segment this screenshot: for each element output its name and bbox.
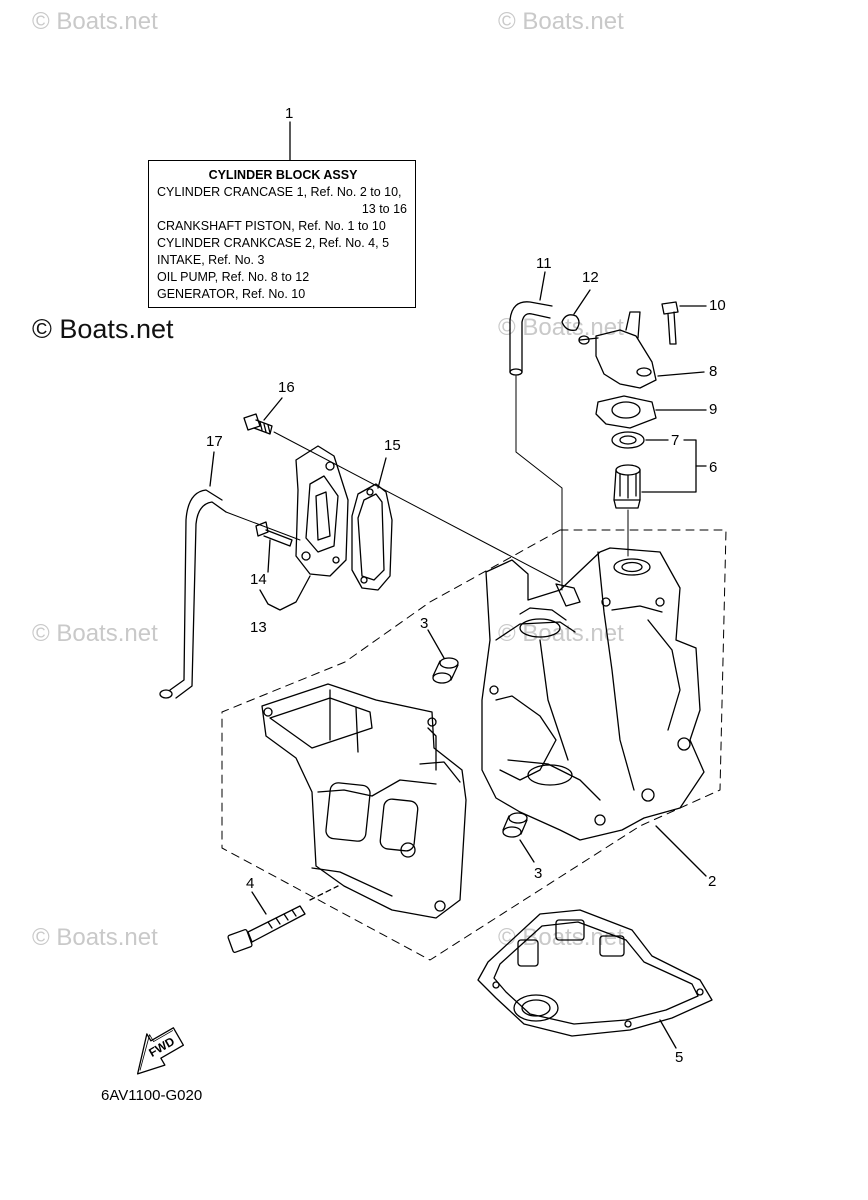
seal-7 [611,431,645,449]
callout-14: 14 [250,571,267,588]
callout-16: 16 [278,379,295,396]
clip-12 [561,314,580,331]
bolt-16 [243,413,273,435]
leader-line-3-upper [427,629,445,659]
watermark: © Boats.net [32,8,158,35]
assembly-outline [221,529,727,961]
diagram-code: 6AV1100-G020 [101,1087,203,1104]
callout-12: 12 [582,269,599,286]
leader-line-12 [573,289,591,315]
leader-line-5 [659,1019,677,1049]
legend-title: CYLINDER BLOCK ASSY [208,168,358,182]
legend-line: CYLINDER CRANCASE 1, Ref. No. 2 to 10, [157,185,402,199]
bolt-4 [227,905,306,953]
hose-11-route [515,375,563,591]
legend-line: CYLINDER CRANKCASE 2, Ref. No. 4, 5 [157,236,390,250]
cover-13 [295,445,349,577]
gasket-9 [595,395,657,429]
callout-13: 13 [250,619,267,636]
leader-line-4 [251,891,267,915]
bolt-axis-16 [273,431,561,583]
watermark: © Boats.net [498,314,624,341]
bolt-10 [661,301,679,345]
leader-line-8 [657,371,705,377]
watermark: © Boats.net [32,924,158,951]
legend-line: GENERATOR, Ref. No. 10 [157,287,306,301]
callout-17: 17 [206,433,223,450]
hose-11 [509,301,553,373]
thermostat-6 [613,464,641,509]
leader-line-14 [267,539,271,573]
callout-7: 7 [671,432,680,449]
cylinder-block-2 [481,547,705,841]
callout-10: 10 [709,297,726,314]
watermark: © Boats.net [32,620,158,647]
watermark: © Boats.net [498,8,624,35]
callout-9: 9 [709,401,718,418]
hose-11-end [509,368,523,376]
bolt-axis-4 [309,885,339,901]
callout-4: 4 [246,875,255,892]
gasket-15 [351,483,393,591]
crankcase-4 [261,683,467,919]
legend-line: INTAKE, Ref. No. 3 [157,253,265,267]
leader-line-16 [263,397,283,421]
leader-line-11 [539,271,546,301]
leader-bracket-6 [641,439,697,493]
callout-2: 2 [708,873,717,890]
callout-15: 15 [384,437,401,454]
hose-17-route [225,511,301,541]
dowel-pin-3-upper [432,657,459,684]
leader-line-2 [655,825,707,877]
callout-3: 3 [534,865,543,882]
legend-line: 13 to 16 [361,202,407,216]
callout-1: 1 [285,105,294,122]
hose-17 [169,489,223,691]
callout-3: 3 [420,615,429,632]
callout-6: 6 [709,459,718,476]
assembly-legend-box: CYLINDER BLOCK ASSY CYLINDER CRANCASE 1,… [148,160,416,308]
fwd-arrow [136,1027,185,1075]
callout-11: 11 [536,255,552,272]
leader-line-17 [209,451,215,487]
gasket-5 [477,909,713,1037]
watermark: © Boats.net [32,314,174,344]
cover-8 [578,311,657,389]
leader-line-3-lower [519,839,535,863]
callout-8: 8 [709,363,718,380]
legend-line: CRANKSHAFT PISTON, Ref. No. 1 to 10 [157,219,386,233]
dowel-pin-3-lower [502,812,528,838]
callout-5: 5 [675,1049,684,1066]
bolt-14 [255,521,293,547]
leader-bracket-13 [259,575,311,611]
hose-17-edge [175,501,227,699]
legend-line: OIL PUMP, Ref. No. 8 to 12 [157,270,310,284]
hose-11-edge [521,313,551,373]
leader-line-15 [377,457,387,489]
hose-17-end [159,689,173,699]
